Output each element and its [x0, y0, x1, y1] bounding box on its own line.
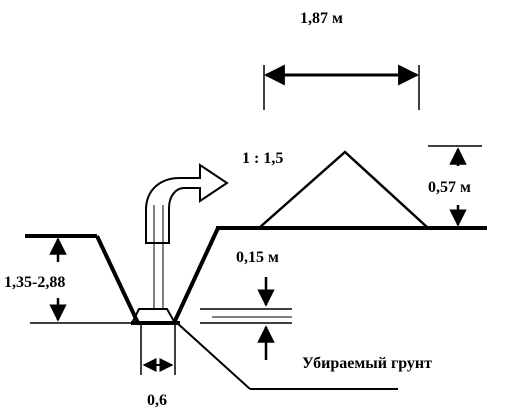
soil-transfer-arrow-icon	[145, 163, 229, 244]
trench-depth-label: 1,35-2,88	[4, 274, 65, 291]
removed-soil-label: Убираемый грунт	[302, 355, 432, 372]
spoil-heap	[258, 150, 429, 229]
trench-right-wall	[172, 227, 220, 324]
slope-ratio-label: 1 : 1,5	[242, 150, 283, 167]
trench-left-wall	[95, 235, 140, 324]
spoil-height-label: 0,57 м	[428, 179, 471, 196]
removed-soil-slope-line	[175, 321, 251, 390]
spoil-width-label: 1,87 м	[300, 10, 343, 27]
layer-thickness-label: 0,15 м	[236, 249, 279, 266]
bottom-width-label: 0,6	[147, 392, 167, 409]
